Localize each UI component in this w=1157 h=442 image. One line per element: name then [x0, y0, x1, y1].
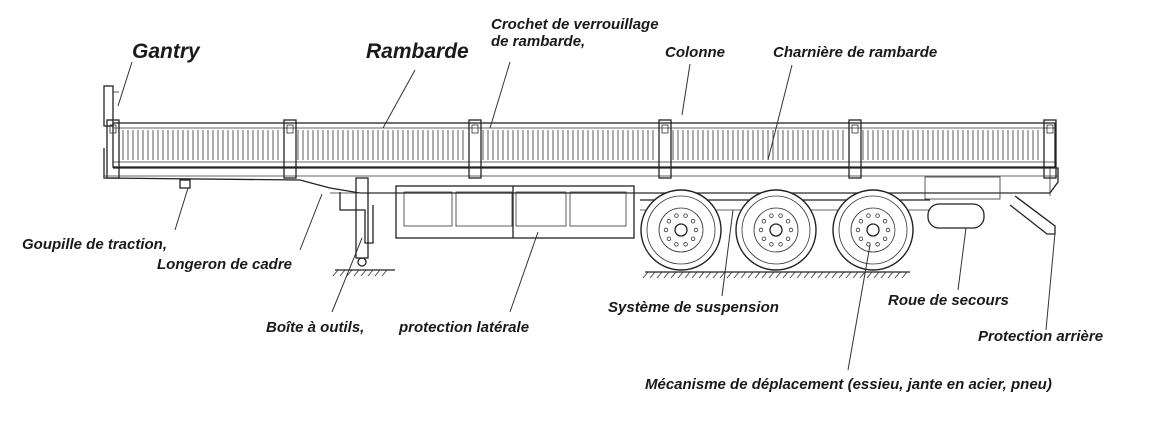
rail-post	[658, 119, 672, 179]
label-crochet-line2: de rambarde,	[491, 33, 586, 50]
axle-wheels	[640, 189, 914, 271]
kingpin	[179, 179, 191, 189]
wheel	[832, 189, 914, 271]
label-mecanisme: Mécanisme de déplacement (essieu, jante …	[645, 376, 1052, 393]
label-boite: Boîte à outils,	[266, 319, 365, 336]
deck-frame	[103, 148, 1059, 244]
label-protection-laterale: protection latérale	[399, 319, 530, 336]
ground-line	[332, 269, 910, 279]
label-protection-arriere: Protection arrière	[978, 328, 1104, 345]
label-suspension: Système de suspension	[608, 299, 779, 316]
label-charniere: Charnière de rambarde	[773, 44, 938, 61]
label-gantry: Gantry	[132, 40, 200, 63]
label-rambarde: Rambarde	[366, 40, 469, 63]
spare-wheel	[924, 176, 1001, 229]
label-goupille: Goupille de traction,	[22, 236, 168, 253]
rail-post	[848, 119, 862, 179]
rail-post	[283, 119, 297, 179]
gantry-post	[103, 85, 119, 127]
rail-posts	[106, 119, 1057, 179]
side-rail	[112, 122, 1056, 168]
label-roue-secours: Roue de secours	[888, 292, 1009, 309]
label-longeron: Longeron de cadre	[157, 256, 293, 273]
label-colonne: Colonne	[665, 44, 725, 61]
rail-post	[468, 119, 482, 179]
label-crochet-line1: Crochet de verrouillage	[491, 16, 659, 33]
tool-box	[395, 185, 635, 239]
leader-lines	[117, 61, 1056, 371]
wheel	[735, 189, 817, 271]
wheel	[640, 189, 722, 271]
